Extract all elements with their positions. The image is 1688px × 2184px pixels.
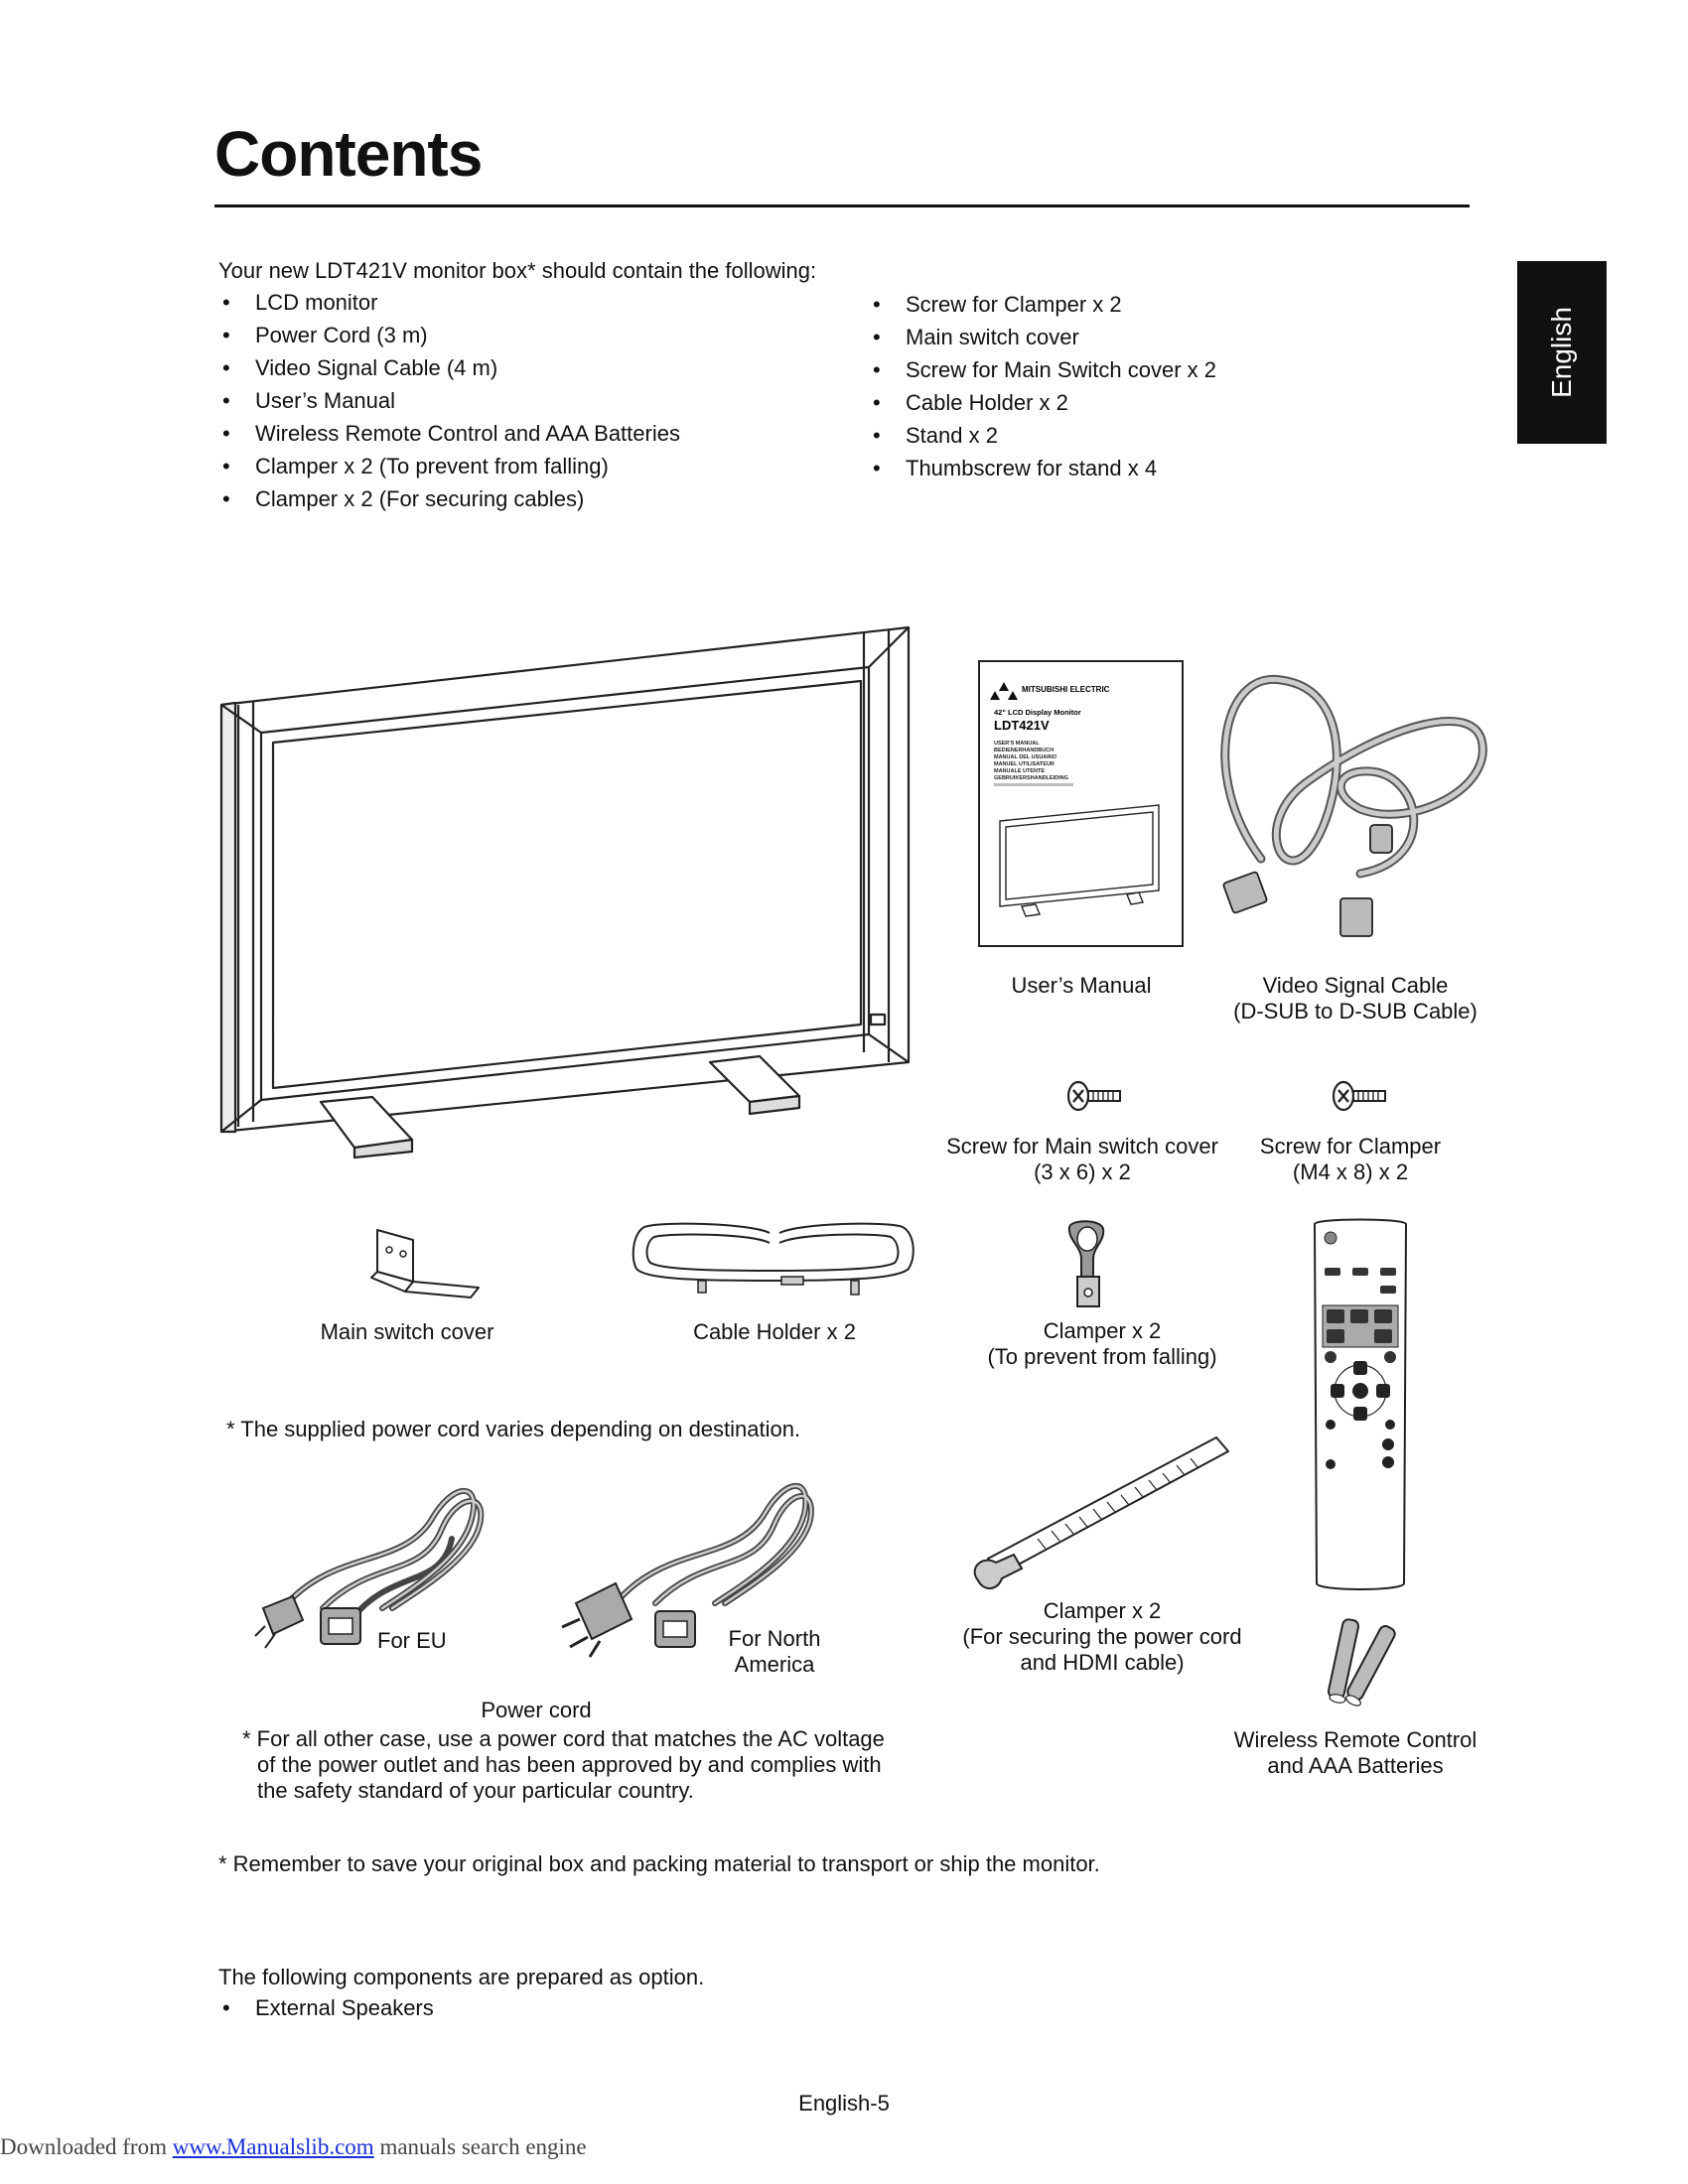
main-switch-cover-illustration: [370, 1229, 480, 1298]
other-case-note-1: * For all other case, use a power cord t…: [242, 1726, 885, 1751]
page-title: Contents: [214, 118, 483, 190]
for-na-caption-1: For North: [728, 1626, 821, 1651]
page-number: English-5: [798, 2091, 890, 2116]
list-item: Video Signal Cable (4 m): [218, 355, 680, 388]
clamper-cord-illustration: [973, 1436, 1229, 1589]
options-intro: The following components are prepared as…: [218, 1965, 705, 1989]
batteries-illustration: [1327, 1618, 1396, 1706]
box-items-left: LCD monitor Power Cord (3 m) Video Signa…: [218, 290, 680, 519]
list-item: Cable Holder x 2: [869, 390, 1216, 423]
mitsubishi-logo: [990, 682, 1018, 700]
remote-control-illustration: [1313, 1218, 1408, 1590]
other-case-note-3: the safety standard of your particular c…: [257, 1778, 694, 1803]
footer-prefix: Downloaded from: [0, 2134, 173, 2159]
options-list: External Speakers: [218, 1995, 434, 2028]
for-na-caption-2: America: [734, 1652, 815, 1677]
manual-subtitle: 42" LCD Display Monitor: [994, 708, 1081, 717]
manual-language: MANUAL DEL USUARIO: [994, 754, 1057, 760]
cable-holder-illustration: [632, 1222, 914, 1296]
users-manual-caption: User’s Manual: [1011, 973, 1152, 998]
footer-suffix: manuals search engine: [373, 2134, 587, 2159]
list-item: Power Cord (3 m): [218, 323, 680, 355]
list-item: Stand x 2: [869, 423, 1216, 456]
list-item: Screw for Clamper x 2: [869, 292, 1216, 325]
list-item: Thumbscrew for stand x 4: [869, 456, 1216, 488]
cable-holder-caption: Cable Holder x 2: [693, 1319, 856, 1344]
language-tab-label: English: [1546, 307, 1577, 398]
remember-note: * Remember to save your original box and…: [218, 1851, 1100, 1876]
clamper-cord-caption-3: and HDMI cable): [1020, 1650, 1185, 1675]
for-eu-caption: For EU: [377, 1628, 447, 1653]
clamper-fall-illustration: [1067, 1220, 1105, 1307]
manual-language: MANUALE UTENTE: [994, 768, 1045, 774]
video-cable-caption-2: (D-SUB to D-SUB Cable): [1233, 999, 1477, 1024]
list-item: LCD monitor: [218, 290, 680, 323]
manual-language: USER'S MANUAL: [994, 741, 1040, 747]
screw-main-caption-2: (3 x 6) x 2: [1034, 1160, 1131, 1184]
clamper-cord-caption-1: Clamper x 2: [1043, 1598, 1162, 1623]
other-case-note-2: of the power outlet and has been approve…: [257, 1752, 882, 1777]
screw-icon: [1066, 1080, 1121, 1112]
title-divider: [214, 205, 1470, 207]
list-item: Screw for Main Switch cover x 2: [869, 357, 1216, 390]
manual-language: BEDIENERHANDBUCH: [994, 748, 1054, 753]
clamper-fall-caption-1: Clamper x 2: [1043, 1318, 1162, 1343]
main-switch-cover-caption: Main switch cover: [320, 1319, 494, 1344]
list-item: User’s Manual: [218, 388, 680, 421]
screw-main-caption-1: Screw for Main switch cover: [946, 1134, 1218, 1159]
footer: Downloaded from www.Manualslib.com manua…: [0, 2134, 587, 2160]
list-item: Clamper x 2 (For securing cables): [218, 486, 680, 519]
remote-caption-1: Wireless Remote Control: [1233, 1727, 1477, 1752]
screw-clamper-caption-1: Screw for Clamper: [1259, 1134, 1442, 1159]
power-cord-na-illustration: [561, 1482, 814, 1658]
list-item: Clamper x 2 (To prevent from falling): [218, 454, 680, 486]
remote-caption-2: and AAA Batteries: [1267, 1753, 1444, 1778]
clamper-cord-caption-2: (For securing the power cord: [962, 1624, 1242, 1649]
screw-icon: [1332, 1080, 1386, 1112]
power-cord-eu-illustration: [254, 1487, 485, 1649]
lcd-monitor-illustration: [219, 625, 911, 1160]
users-manual-illustration: MITSUBISHI ELECTRIC 42" LCD Display Moni…: [978, 660, 1184, 947]
manual-brand: MITSUBISHI ELECTRIC: [1022, 685, 1110, 694]
manual-language: GEBRUIKERSHANDLEIDING: [994, 775, 1068, 781]
language-tab: English: [1517, 261, 1607, 444]
list-item: Wireless Remote Control and AAA Batterie…: [218, 421, 680, 454]
power-cord-caption: Power cord: [481, 1698, 592, 1722]
clamper-fall-caption-2: (To prevent from falling): [987, 1344, 1217, 1369]
manual-model: LDT421V: [994, 718, 1050, 733]
box-items-right: Screw for Clamper x 2 Main switch cover …: [869, 292, 1216, 488]
list-item: Main switch cover: [869, 325, 1216, 357]
intro-text: Your new LDT421V monitor box* should con…: [218, 258, 817, 283]
video-cable-caption-1: Video Signal Cable: [1262, 973, 1449, 998]
supplied-cord-note: * The supplied power cord varies dependi…: [226, 1417, 801, 1441]
manual-language: MANUEL UTILISATEUR: [994, 761, 1055, 767]
manualslib-link[interactable]: www.Manualslib.com: [172, 2134, 374, 2159]
screw-clamper-caption-2: (M4 x 8) x 2: [1292, 1160, 1409, 1184]
video-cable-illustration: [1220, 674, 1487, 937]
list-item: External Speakers: [218, 1995, 434, 2028]
